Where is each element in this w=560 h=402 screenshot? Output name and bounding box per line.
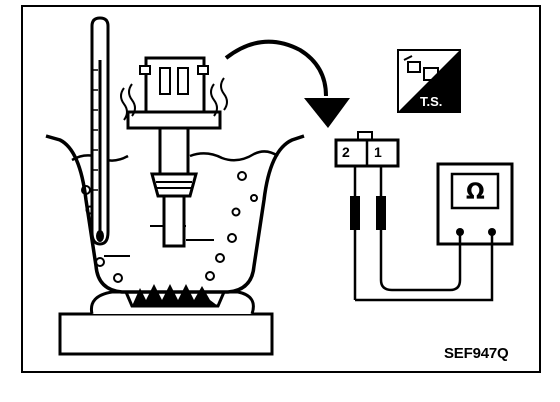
curved-arrow-icon (224, 39, 350, 128)
connector-pin-2: 2 (342, 144, 350, 160)
figure-reference-code: SEF947Q (444, 345, 509, 362)
connector-pin-1: 1 (374, 144, 382, 160)
temperature-sensor-icon (120, 56, 228, 248)
ohmmeter-icon (355, 162, 514, 302)
figure-border (21, 5, 541, 373)
trouble-diagnosis-badge-label: T.S. (420, 94, 443, 109)
ohm-symbol: Ω (466, 180, 485, 205)
trouble-diagnosis-badge-icon (397, 49, 461, 113)
thermometer-icon (90, 16, 110, 246)
gas-burner-icon (58, 284, 274, 356)
sensor-connector (334, 131, 400, 300)
